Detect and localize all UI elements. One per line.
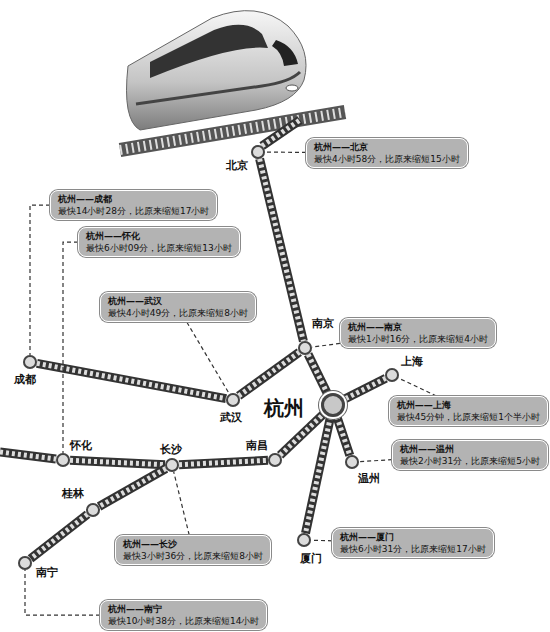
route-time: 最快14小时28分，比原来缩短17小时 <box>58 205 209 217</box>
city-label: 怀化 <box>70 439 92 452</box>
route-time: 最快1小时16分，比原来缩短4小时 <box>348 333 488 345</box>
rail-line <box>337 416 350 455</box>
city-dot: 厦门 <box>297 533 311 547</box>
callout-box: 杭州——武汉最快4小时49分，比原来缩短8小时 <box>100 292 256 322</box>
route-title: 杭州——长沙 <box>123 538 263 550</box>
city-dot: 成都 <box>23 355 37 369</box>
callout-box: 杭州——南宁最快10小时38分，比原来缩短14小时 <box>100 600 267 630</box>
callout-box: 杭州——成都最快14小时28分，比原来缩短17小时 <box>50 190 217 220</box>
callout-box: 杭州——南京最快1小时16分，比原来缩短4小时 <box>340 318 496 348</box>
rail-line <box>239 352 300 396</box>
leader-line <box>187 322 230 394</box>
callout-box: 杭州——长沙最快3小时36分，比原来缩短8小时 <box>115 535 271 565</box>
city-dot: 上海 <box>385 368 399 382</box>
route-time: 最快4小时58分，比原来缩短15小时 <box>314 153 460 165</box>
city-dot: 温州 <box>345 455 359 469</box>
route-title: 杭州——厦门 <box>340 531 486 543</box>
city-label: 南昌 <box>246 439 268 452</box>
city-dot: 武汉 <box>226 393 240 407</box>
city-label: 桂林 <box>62 487 84 500</box>
leader-line <box>398 378 436 396</box>
rail-line <box>179 460 268 464</box>
rail-line <box>70 460 165 464</box>
city-label: 北京 <box>226 159 248 172</box>
leader-line <box>30 205 50 355</box>
leader-line <box>359 460 392 462</box>
rail-line <box>99 469 166 507</box>
route-time: 最快2小时31分，比原来缩短5小时 <box>400 455 540 467</box>
callout-box: 杭州——北京最快4小时58分，比原来缩短15小时 <box>306 138 468 168</box>
train-window <box>272 40 298 66</box>
callout-box: 杭州——温州最快2小时31分，比原来缩短5小时 <box>392 440 548 470</box>
city-label: 南宁 <box>36 566 58 579</box>
city-label: 上海 <box>401 355 423 368</box>
city-label: 成都 <box>14 373 36 386</box>
city-label: 武汉 <box>220 411 242 424</box>
city-dot: 长沙 <box>165 458 179 472</box>
city-dot: 南宁 <box>18 556 32 570</box>
callout-box: 杭州——厦门最快6小时31分，比原来缩短17小时 <box>332 528 494 558</box>
route-time: 最快10小时38分，比原来缩短14小时 <box>108 615 259 627</box>
train-body <box>127 11 307 130</box>
rail-line <box>37 363 226 398</box>
city-dot: 南昌 <box>268 453 282 467</box>
callout-box: 杭州——上海最快45分钟，比原来缩短1个半小时 <box>389 396 548 426</box>
callout-box: 杭州——怀化最快6小时09分，比原来缩短13小时 <box>78 227 240 257</box>
city-dot: 桂林 <box>86 503 100 517</box>
rail-line <box>308 354 328 394</box>
city-label: 温州 <box>358 472 380 485</box>
train-light <box>286 85 298 91</box>
route-title: 杭州——南京 <box>348 321 488 333</box>
route-title: 杭州——上海 <box>397 399 540 411</box>
city-dot: 杭州 <box>321 393 345 417</box>
leader-line <box>174 472 190 535</box>
train-window <box>150 25 268 78</box>
rail-line <box>344 378 386 399</box>
train-stripe <box>136 72 300 104</box>
route-title: 杭州——武汉 <box>108 295 248 307</box>
rail-line <box>31 514 88 558</box>
route-title: 杭州——南宁 <box>108 603 259 615</box>
route-time: 最快3小时36分，比原来缩短8小时 <box>123 550 263 562</box>
city-label: 南京 <box>312 317 334 330</box>
city-dot: 怀化 <box>56 453 70 467</box>
route-time: 最快6小时09分，比原来缩短13小时 <box>86 242 232 254</box>
route-time: 最快45分钟，比原来缩短1个半小时 <box>397 411 540 423</box>
rail-line <box>306 417 331 534</box>
rail-line <box>0 120 300 459</box>
city-dot: 南京 <box>298 341 312 355</box>
city-label: 长沙 <box>160 443 182 456</box>
route-title: 杭州——北京 <box>314 141 460 153</box>
route-time: 最快4小时49分，比原来缩短8小时 <box>108 307 248 319</box>
route-title: 杭州——温州 <box>400 443 540 455</box>
city-dot: 北京 <box>251 145 265 159</box>
route-title: 杭州——怀化 <box>86 230 232 242</box>
city-label: 厦门 <box>300 552 322 565</box>
city-label: 杭州 <box>264 396 304 420</box>
route-time: 最快6小时31分，比原来缩短17小时 <box>340 543 486 555</box>
leader-line <box>265 152 306 153</box>
leader-line <box>312 343 340 347</box>
rail-line <box>260 159 304 341</box>
leader-line <box>311 540 332 542</box>
route-title: 杭州——成都 <box>58 193 209 205</box>
leader-line <box>63 242 78 453</box>
